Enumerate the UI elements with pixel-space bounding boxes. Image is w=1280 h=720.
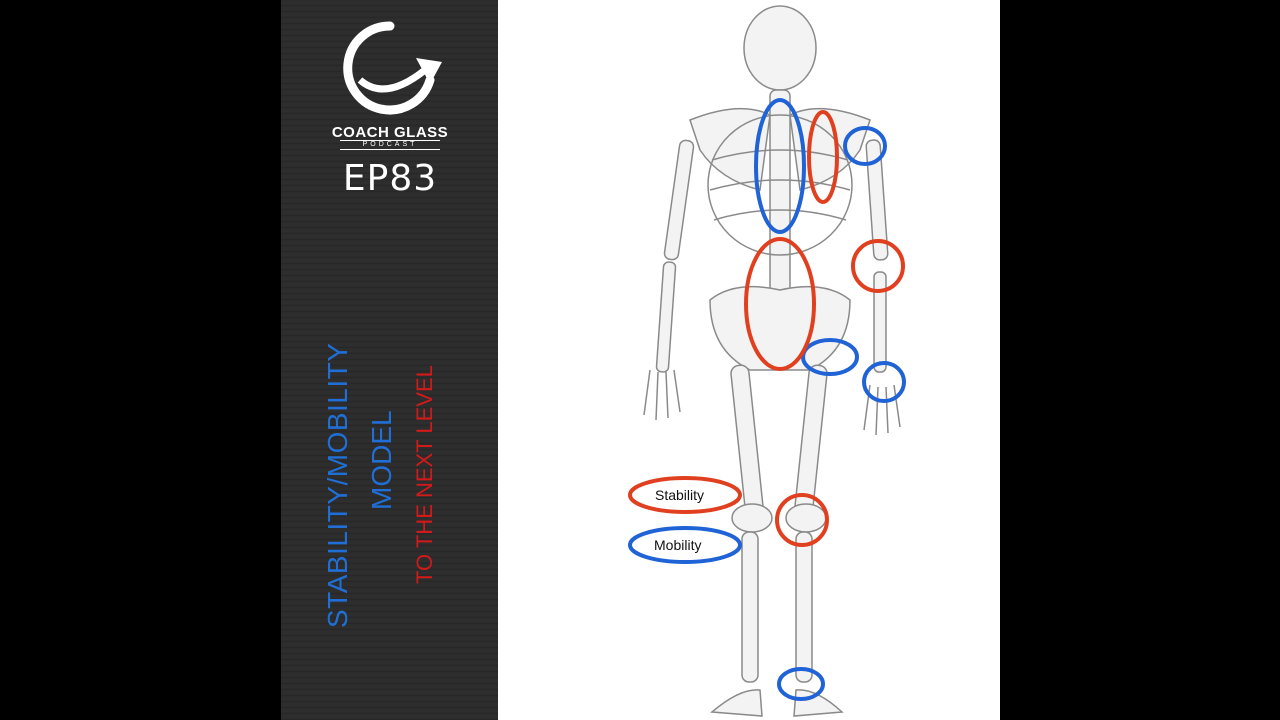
- legend-mobility-swatch: [628, 526, 742, 564]
- mobility-marker-shoulder: [843, 126, 887, 166]
- episode-number: EP83: [342, 158, 438, 199]
- coach-glass-logo: [343, 21, 442, 115]
- skeleton-illustration: [628, 5, 906, 717]
- brand-name: COACH GLASS: [331, 124, 449, 141]
- legend-stability-swatch: [628, 476, 742, 514]
- legend-mobility-label: Mobility: [654, 537, 702, 553]
- skull: [743, 5, 817, 91]
- title-line-3: TO THE NEXT LEVEL: [412, 365, 437, 584]
- mobility-marker-ankle: [777, 667, 825, 701]
- stability-marker-lumbar: [744, 237, 816, 371]
- legend-stability-label: Stability: [655, 487, 705, 503]
- ribcage: [707, 114, 853, 256]
- title-line-1: STABILITY/MOBILITY: [322, 342, 353, 628]
- mobility-marker-hip: [801, 338, 859, 376]
- mobility-marker-thoracic: [754, 98, 806, 234]
- stability-marker-elbow: [851, 239, 905, 293]
- left-title-panel: [281, 0, 498, 720]
- pelvis: [709, 285, 851, 371]
- stability-marker-knee: [775, 493, 829, 547]
- mobility-marker-wrist: [862, 361, 906, 403]
- brand-subtitle: PODCAST: [340, 140, 440, 150]
- title-line-2: MODEL: [366, 410, 397, 510]
- stability-marker-scapula: [807, 110, 839, 204]
